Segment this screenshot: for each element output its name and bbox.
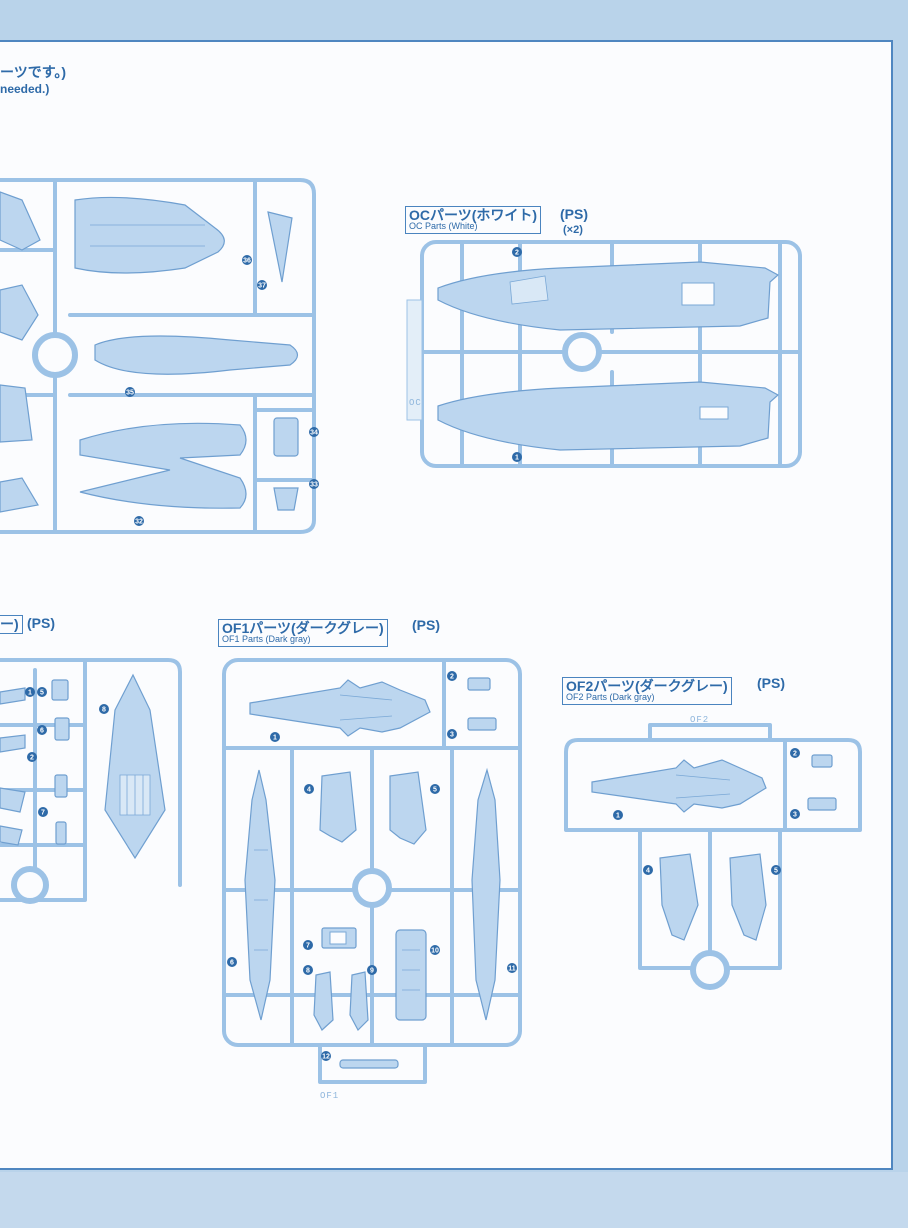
svg-text:9: 9 <box>370 968 374 975</box>
partial-parts-ps: (PS) <box>27 615 55 631</box>
of1-parts-label: OF1パーツ(ダークグレー) OF1 Parts (Dark gray) <box>218 619 388 647</box>
oc-parts-ps: (PS) <box>560 206 588 222</box>
of2-parts-title-jp: OF2パーツ(ダークグレー) <box>566 678 728 694</box>
svg-text:11: 11 <box>508 966 516 973</box>
of2-runner: OF2 2 3 1 4 5 <box>564 715 862 990</box>
svg-text:2: 2 <box>515 250 519 257</box>
svg-text:34: 34 <box>310 430 318 437</box>
oc-number-1 <box>512 452 522 462</box>
oc-runner-ring <box>562 332 602 372</box>
of1-parts-ps: (PS) <box>412 617 440 633</box>
svg-text:6: 6 <box>40 728 44 735</box>
svg-text:8: 8 <box>306 968 310 975</box>
of2-part-4 <box>659 853 699 941</box>
svg-text:32: 32 <box>135 519 143 526</box>
of1-part-8 <box>313 971 334 1031</box>
svg-text:8: 8 <box>102 707 106 714</box>
part-35 <box>94 335 299 375</box>
svg-text:2: 2 <box>30 755 34 762</box>
partial-parts-title-jp: ー) <box>0 616 19 632</box>
header-note-en: needed.) <box>0 82 50 96</box>
left-runner-ring <box>32 332 78 378</box>
of2-parts-title-en: OF2 Parts (Dark gray) <box>566 692 655 702</box>
of2-part-5 <box>729 853 767 941</box>
partial-parts-label: ー) <box>0 615 23 634</box>
svg-text:5: 5 <box>774 868 778 875</box>
of1-parts-title-en: OF1 Parts (Dark gray) <box>222 634 311 644</box>
svg-text:37: 37 <box>258 283 266 290</box>
of1-runner: OF1 2 3 1 4 5 6 7 10 8 9 11 12 <box>222 658 522 1101</box>
oc-parts-title-jp: OCパーツ(ホワイト) <box>409 207 538 223</box>
oc-parts-title-en: OC Parts (White) <box>409 221 478 231</box>
svg-text:7: 7 <box>41 810 45 817</box>
svg-text:6: 6 <box>230 960 234 967</box>
oc-runner: OC 2 1 <box>406 240 802 468</box>
partial-runner-numbers: 1 5 6 2 7 8 <box>25 687 109 817</box>
svg-text:1: 1 <box>616 813 620 820</box>
of2-runner-ring <box>690 950 730 990</box>
oc-number-2 <box>512 247 522 257</box>
part-34 <box>273 417 299 457</box>
oc-parts-count: (×2) <box>563 224 583 236</box>
of1-part-5 <box>389 771 427 845</box>
svg-text:4: 4 <box>646 868 650 875</box>
svg-text:3: 3 <box>450 732 454 739</box>
svg-text:35: 35 <box>126 390 134 397</box>
partial-part-8 <box>104 673 166 860</box>
of1-part-11 <box>471 767 501 1021</box>
svg-text:2: 2 <box>793 751 797 758</box>
of1-part-9 <box>349 971 369 1031</box>
svg-text:5: 5 <box>433 787 437 794</box>
of1-part-10 <box>395 929 427 1021</box>
of1-part-1 <box>249 679 431 737</box>
of1-runner-ring <box>352 868 392 908</box>
of1-part-6 <box>244 769 276 1021</box>
svg-text:4: 4 <box>307 787 311 794</box>
svg-text:12: 12 <box>322 1054 330 1061</box>
left-runner-numbers: 36 37 35 34 33 32 <box>125 255 319 526</box>
oc-parts-label: OCパーツ(ホワイト) OC Parts (White) <box>405 206 542 234</box>
part-33 <box>273 487 299 511</box>
of1-stamp: OF1 <box>320 1091 339 1101</box>
svg-text:5: 5 <box>40 690 44 697</box>
svg-text:7: 7 <box>306 943 310 950</box>
part-37 <box>267 211 293 283</box>
part-36 <box>74 196 225 274</box>
svg-text:2: 2 <box>450 674 454 681</box>
svg-text:1: 1 <box>515 455 519 462</box>
of2-parts-label: OF2パーツ(ダークグレー) OF2 Parts (Dark gray) <box>562 677 732 705</box>
svg-text:1: 1 <box>28 690 32 697</box>
of2-runner-numbers: 2 3 1 4 5 <box>613 748 800 875</box>
of2-part-1 <box>591 759 767 813</box>
partial-runner-ring <box>11 866 49 904</box>
left-runner: 36 37 35 34 33 32 <box>0 178 319 534</box>
header-note-jp: ーツです。) <box>0 64 66 80</box>
page-bottom-margin <box>0 1172 908 1228</box>
of1-runner-numbers: 2 3 1 4 5 6 7 10 8 9 11 12 <box>227 671 517 1061</box>
svg-text:36: 36 <box>243 258 251 265</box>
of1-parts-title-jp: OF1パーツ(ダークグレー) <box>222 620 384 636</box>
svg-text:3: 3 <box>793 812 797 819</box>
partial-runner: 1 5 6 2 7 8 <box>0 658 182 904</box>
part-32 <box>79 422 247 509</box>
of2-stamp: OF2 <box>690 715 709 725</box>
oc-part-1 <box>437 381 780 451</box>
svg-text:33: 33 <box>310 482 318 489</box>
svg-text:1: 1 <box>273 735 277 742</box>
of1-part-12 <box>339 1059 399 1069</box>
of2-parts-ps: (PS) <box>757 675 785 691</box>
of1-part-4 <box>319 771 357 843</box>
oc-part-2 <box>437 261 780 331</box>
oc-stamp: OC <box>409 398 422 408</box>
left-runner-cut-parts <box>0 191 41 513</box>
svg-text:10: 10 <box>431 948 439 955</box>
